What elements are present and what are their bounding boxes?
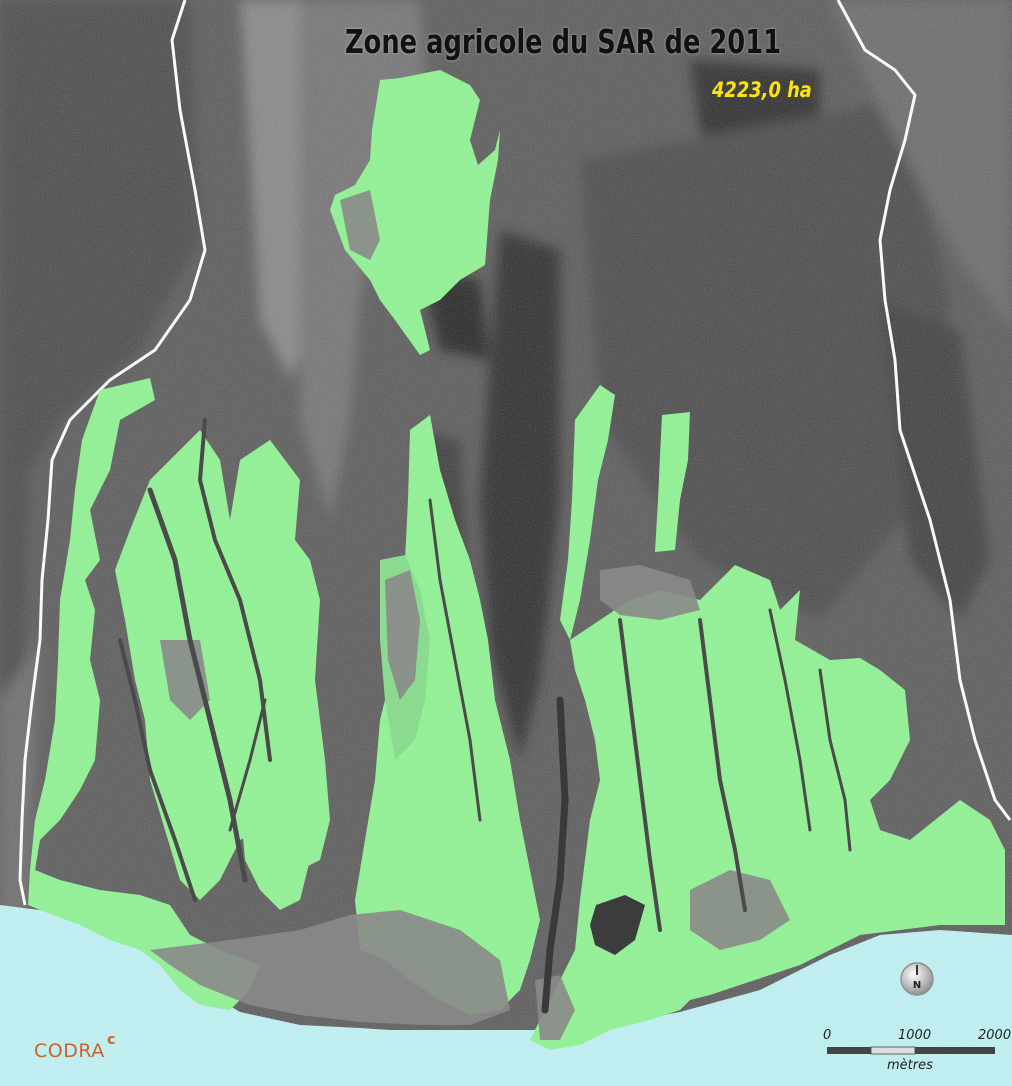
area-label: 4223,0 ha <box>712 78 812 102</box>
scale-tick-2000: 2000 <box>978 1028 1012 1043</box>
map-title: Zone agricole du SAR de 2011 <box>345 22 782 61</box>
codra-logo-mark-icon: ᴄ <box>107 1032 116 1048</box>
ravines <box>118 418 852 1014</box>
north-arrow-icon: N <box>899 961 935 997</box>
scale-bar <box>827 1046 995 1055</box>
dark-basin <box>590 895 645 955</box>
scale-tick-1000: 1000 <box>898 1028 932 1043</box>
scale-unit: mètres <box>887 1058 933 1073</box>
codra-logo: CODRA <box>34 1040 105 1062</box>
north-label: N <box>913 980 921 991</box>
scale-tick-0: 0 <box>823 1028 832 1043</box>
